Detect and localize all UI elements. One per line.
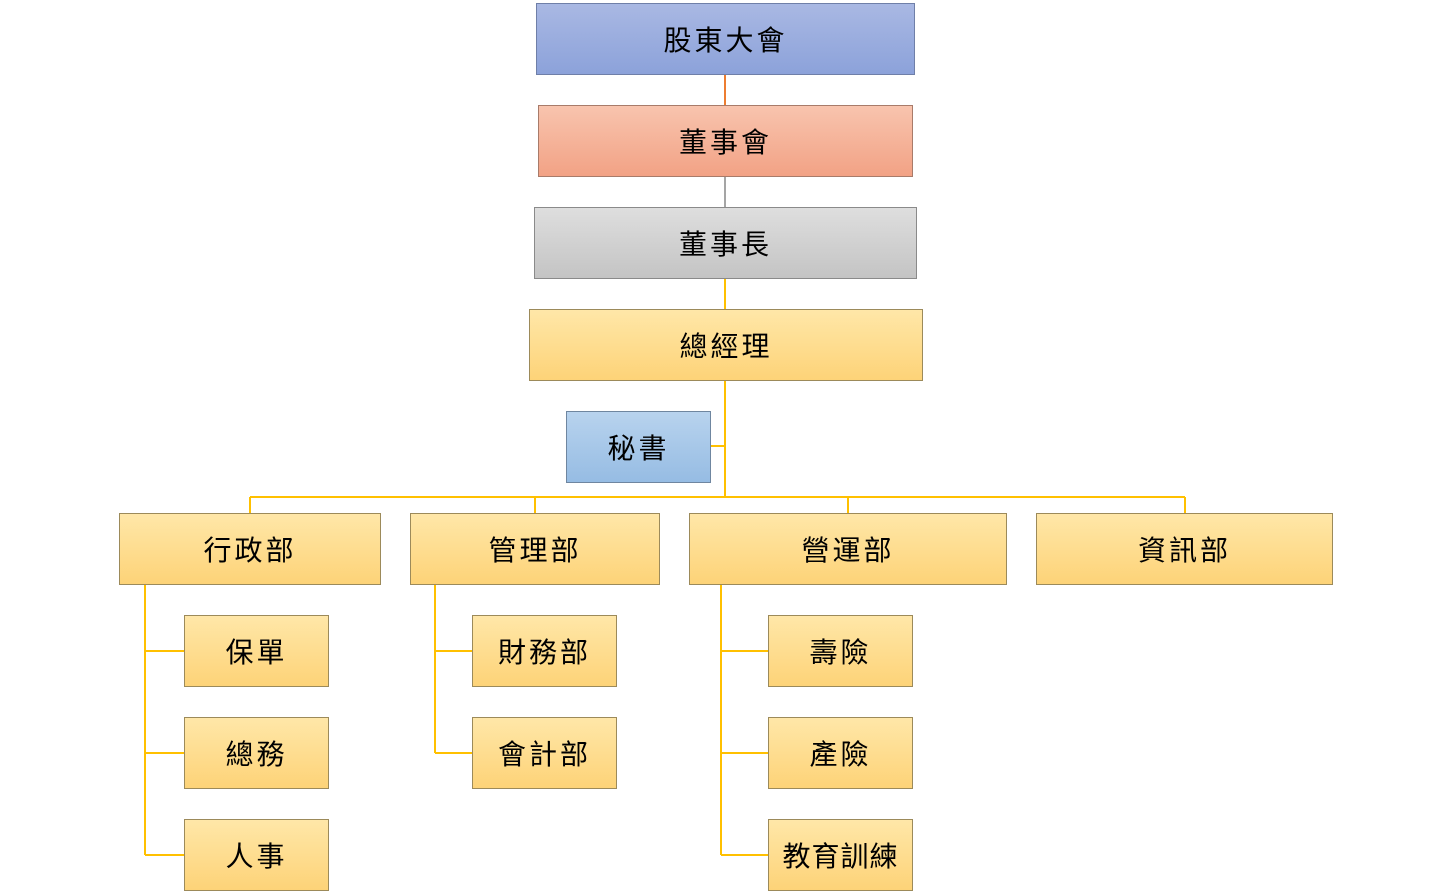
node-operations-dept: 營運部 [689, 513, 1007, 585]
node-general-affairs: 總務 [184, 717, 329, 789]
node-label: 壽險 [809, 636, 872, 669]
node-label: 行政部 [203, 534, 297, 567]
node-label: 人事 [225, 840, 288, 873]
node-shareholders: 股東大會 [536, 3, 915, 75]
node-accounting: 會計部 [472, 717, 617, 789]
node-label: 董事長 [678, 228, 772, 261]
node-chairman: 董事長 [534, 207, 917, 279]
node-label: 董事會 [678, 126, 772, 159]
node-general-manager: 總經理 [529, 309, 923, 381]
node-life-insurance: 壽險 [768, 615, 913, 687]
node-label: 總經理 [679, 330, 773, 363]
node-admin-dept: 行政部 [119, 513, 381, 585]
node-label: 保單 [225, 636, 288, 669]
node-management-dept: 管理部 [410, 513, 660, 585]
node-board: 董事會 [538, 105, 913, 177]
node-label: 營運部 [801, 534, 895, 567]
node-label: 秘書 [607, 432, 670, 465]
node-label: 總務 [225, 738, 288, 771]
node-label: 資訊部 [1137, 534, 1231, 567]
node-secretary: 秘書 [566, 411, 711, 483]
node-property-insurance: 產險 [768, 717, 913, 789]
node-label: 財務部 [497, 636, 591, 669]
node-label: 股東大會 [663, 24, 788, 57]
node-it-dept: 資訊部 [1036, 513, 1333, 585]
node-finance: 財務部 [472, 615, 617, 687]
node-policy: 保單 [184, 615, 329, 687]
node-hr: 人事 [184, 819, 329, 891]
node-label: 會計部 [497, 738, 591, 771]
node-label: 產險 [809, 738, 872, 771]
node-training: 教育訓練 [768, 819, 913, 891]
node-label: 教育訓練 [782, 840, 899, 873]
node-label: 管理部 [488, 534, 582, 567]
